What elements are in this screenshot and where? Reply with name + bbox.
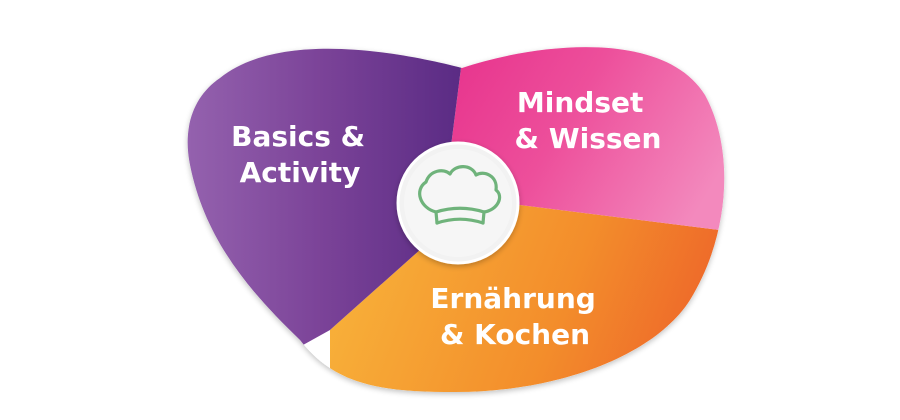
label-basics-line-2: Activity	[240, 156, 361, 189]
chef-hat-icon	[418, 165, 502, 225]
label-mindset-line-2: & Wissen	[515, 122, 662, 155]
label-ernaehrung-line-2: & Kochen	[440, 318, 590, 351]
label-mindset-wissen: Mindset & Wissen	[515, 86, 662, 155]
label-basics-line-1: Basics &	[231, 120, 365, 153]
label-ernaehrung-kochen: Ernährung & Kochen	[430, 282, 605, 351]
center-badge[interactable]	[396, 141, 520, 265]
label-basics-activity: Basics & Activity	[231, 120, 375, 189]
segment-mindset-wissen[interactable]	[440, 20, 760, 235]
label-mindset-line-1: Mindset	[517, 86, 643, 119]
label-ernaehrung-line-1: Ernährung	[430, 282, 595, 315]
